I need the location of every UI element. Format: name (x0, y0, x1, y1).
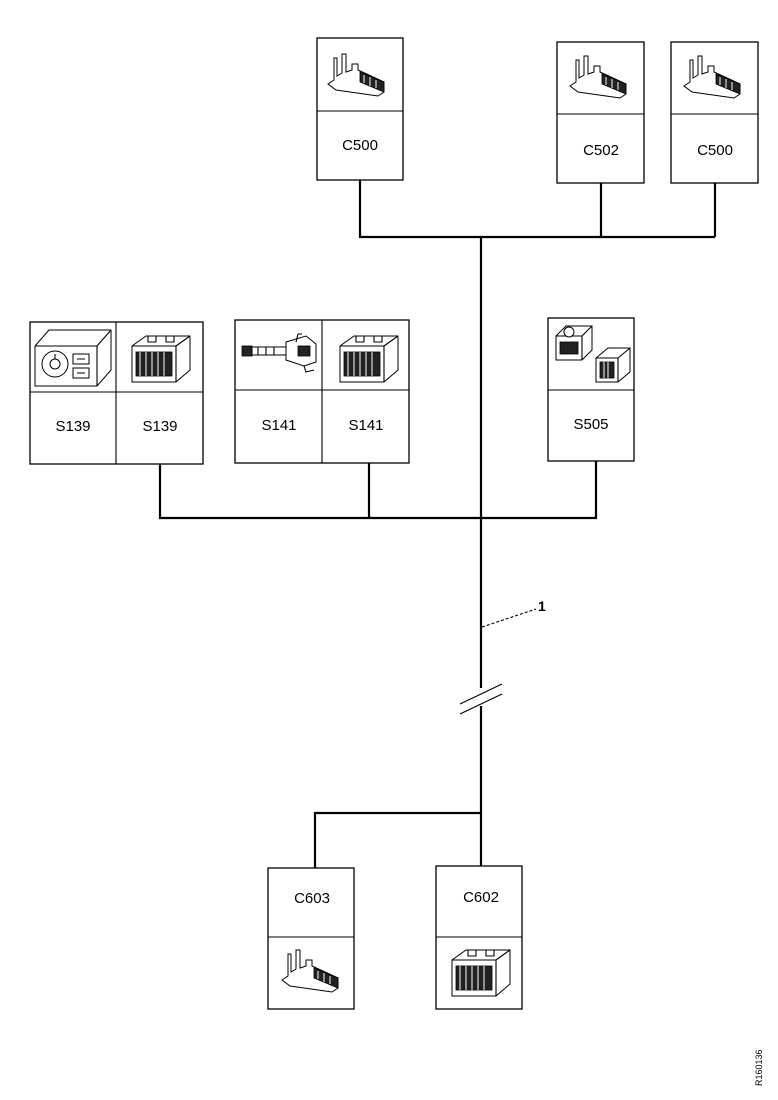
harness-wires (158, 180, 717, 868)
connector-label: C502 (583, 142, 619, 159)
light-switch-icon (34, 329, 112, 387)
connector-label: C500 (342, 137, 378, 154)
connector-c502: C502 (556, 41, 645, 184)
connector-block-icon (451, 949, 511, 997)
component-label: S141 (261, 417, 296, 434)
break-mark (459, 683, 503, 705)
component-label: S141 (348, 417, 383, 434)
connector-label: C603 (294, 890, 330, 907)
connector-c500-right: C500 (670, 41, 759, 184)
component-s141: S141 S141 (234, 319, 410, 464)
connector-label: C602 (463, 889, 499, 906)
connector-c500-top: C500 (316, 37, 404, 181)
callout-leader (481, 608, 537, 628)
connector-block-icon (339, 335, 399, 383)
connector-c602: C602 (435, 865, 523, 1010)
connector-c603: C603 (267, 867, 355, 1010)
top-bus-wire (358, 180, 715, 239)
callout-label: 1 (538, 598, 546, 614)
component-label: S505 (573, 416, 608, 433)
middle-bus-wire (158, 461, 598, 520)
break-mark (459, 693, 503, 715)
component-s139: S139 S139 (29, 321, 204, 465)
figure-code: R160136 (754, 1049, 764, 1086)
connector-block-icon (131, 335, 191, 383)
bottom-branch-wire (313, 811, 481, 868)
component-label: S139 (55, 418, 90, 435)
connector-label: C500 (697, 142, 733, 159)
component-label: S139 (142, 418, 177, 435)
component-s505: S505 (547, 317, 635, 462)
